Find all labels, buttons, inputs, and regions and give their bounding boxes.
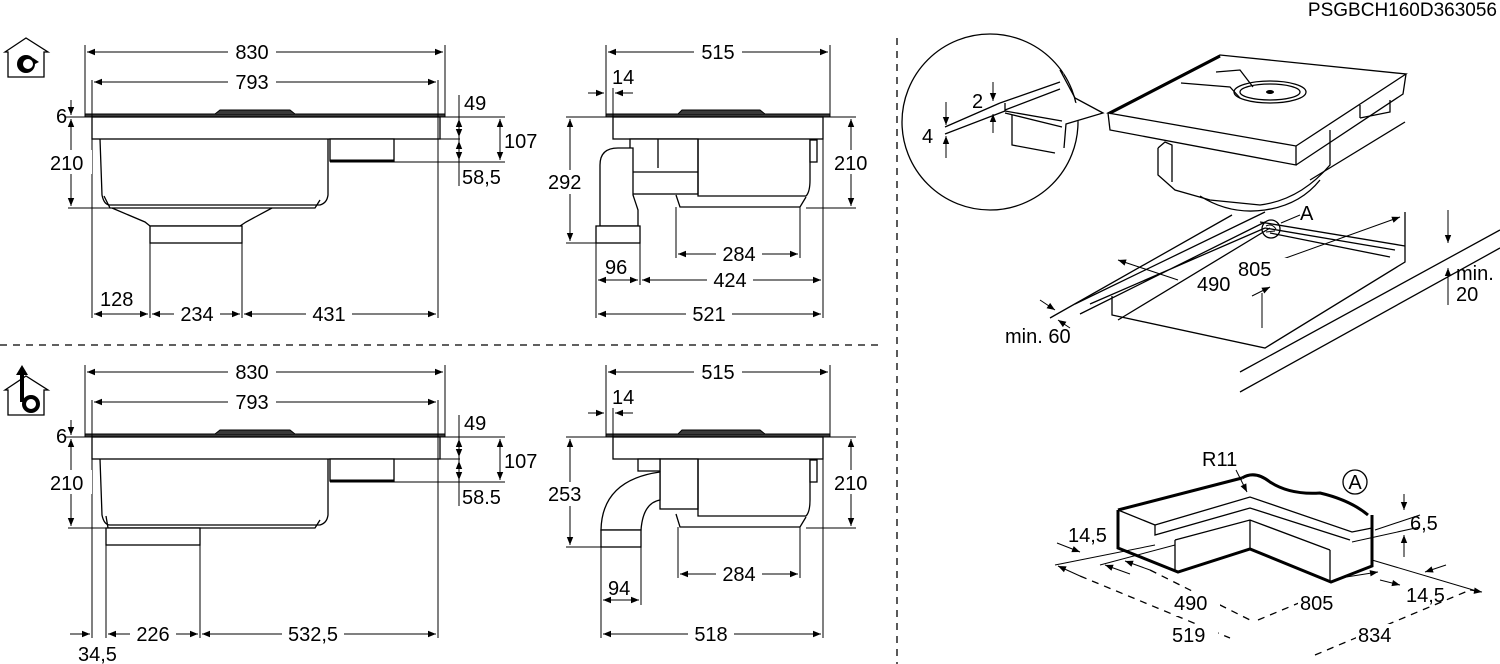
dim-offset-right: 431 (312, 304, 345, 326)
dim-width-overall: 830 (235, 42, 268, 64)
dim-bottom: 58,5 (462, 167, 501, 189)
recirculation-mode-icon (2, 37, 51, 78)
dim-rebate-depth: 6,5 (1410, 513, 1438, 535)
recirculation-side-view: 515 14 292 210 284 96 424 521 (548, 40, 874, 326)
dim-rebate-left: 14,5 (1068, 525, 1107, 547)
dim-width-overall: 830 (235, 362, 268, 384)
dim-offset-left: 34,5 (78, 644, 117, 664)
dim-top: 49 (464, 413, 486, 435)
extraction-side-view: 515 14 253 210 284 94 518 (548, 360, 874, 646)
dim-total-height: 253 (548, 484, 581, 506)
dim-offset-left: 128 (100, 289, 133, 311)
dim-total-width: 521 (692, 304, 725, 326)
dim-edge-offset: 14 (612, 387, 634, 409)
recirculation-front-view: 830 793 6 210 49 107 58,5 128 234 431 (50, 40, 537, 326)
dim-body-width: 424 (713, 270, 746, 292)
dim-inner-depth: 490 (1174, 593, 1207, 615)
dim-body-height: 210 (834, 153, 867, 175)
dim-depth-overall: 515 (701, 362, 734, 384)
dim-duct-width: 96 (605, 257, 627, 279)
dim-glass-thickness: 6 (56, 426, 67, 448)
dim-tray-width: 284 (722, 244, 755, 266)
dim-body-height: 210 (834, 473, 867, 495)
dim-glass-thickness: 6 (56, 106, 67, 128)
dim-min-below-line2: 20 (1456, 284, 1478, 306)
dim-outer-width: 834 (1358, 625, 1391, 647)
dim-duct-width: 94 (608, 578, 630, 600)
dim-recess-depth: 2 (972, 91, 983, 113)
dim-depth-overall: 515 (701, 42, 734, 64)
dim-outlet-width: 234 (180, 304, 213, 326)
dim-total: 107 (504, 131, 537, 153)
dim-outlet-width: 226 (136, 624, 169, 646)
detail-a: R11 A 6,5 14,5 14,5 490 805 519 834 (1054, 449, 1483, 656)
dim-rebate-right: 14,5 (1406, 585, 1445, 607)
dim-bottom: 58.5 (462, 487, 501, 509)
dim-min-front: min. 60 (1005, 326, 1071, 348)
dim-width-body: 793 (235, 392, 268, 414)
dim-offset-right: 532,5 (288, 624, 338, 646)
dim-cutout-depth: 490 (1197, 274, 1230, 296)
dim-width-body: 793 (235, 72, 268, 94)
dim-edge-offset: 14 (612, 67, 634, 89)
dim-frame-height: 4 (922, 126, 933, 148)
label-a-circled: A (1348, 472, 1362, 494)
dim-cutout-width: 805 (1238, 259, 1271, 281)
dim-top: 49 (464, 93, 486, 115)
label-a: A (1300, 203, 1314, 225)
dim-total: 107 (504, 451, 537, 473)
dim-min-below-line1: min. (1456, 263, 1494, 285)
extraction-front-view: 830 793 6 210 49 107 58.5 34,5 226 532,5 (50, 360, 537, 664)
dim-tray-width: 284 (722, 564, 755, 586)
dim-radius: R11 (1202, 449, 1237, 471)
dim-total-height: 292 (548, 172, 581, 194)
dim-depth-body: 210 (50, 473, 83, 495)
extraction-mode-icon (2, 365, 51, 416)
installation-isometric: 2 4 A 490 805 min. (901, 33, 1500, 393)
dim-depth-body: 210 (50, 153, 83, 175)
dim-inner-width: 805 (1300, 593, 1333, 615)
dim-total-width: 518 (694, 624, 727, 646)
dim-outer-depth: 519 (1172, 625, 1205, 647)
product-code: PSGBCH160D363056 (1308, 0, 1497, 21)
